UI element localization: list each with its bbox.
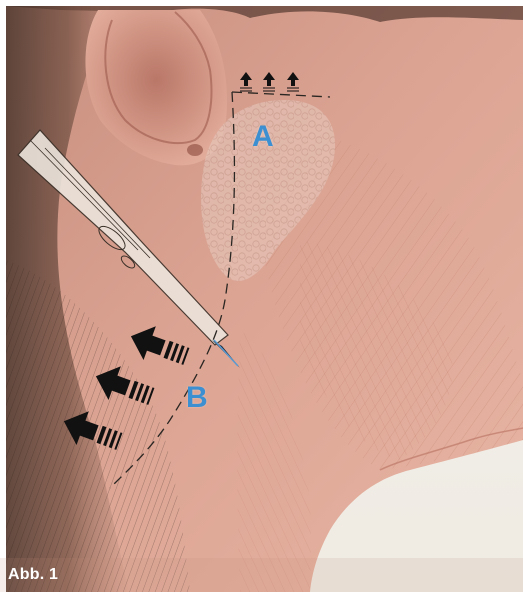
figure-caption: Abb. 1	[8, 566, 58, 584]
region-label-a: A	[252, 122, 274, 152]
region-label-b: B	[186, 383, 208, 413]
